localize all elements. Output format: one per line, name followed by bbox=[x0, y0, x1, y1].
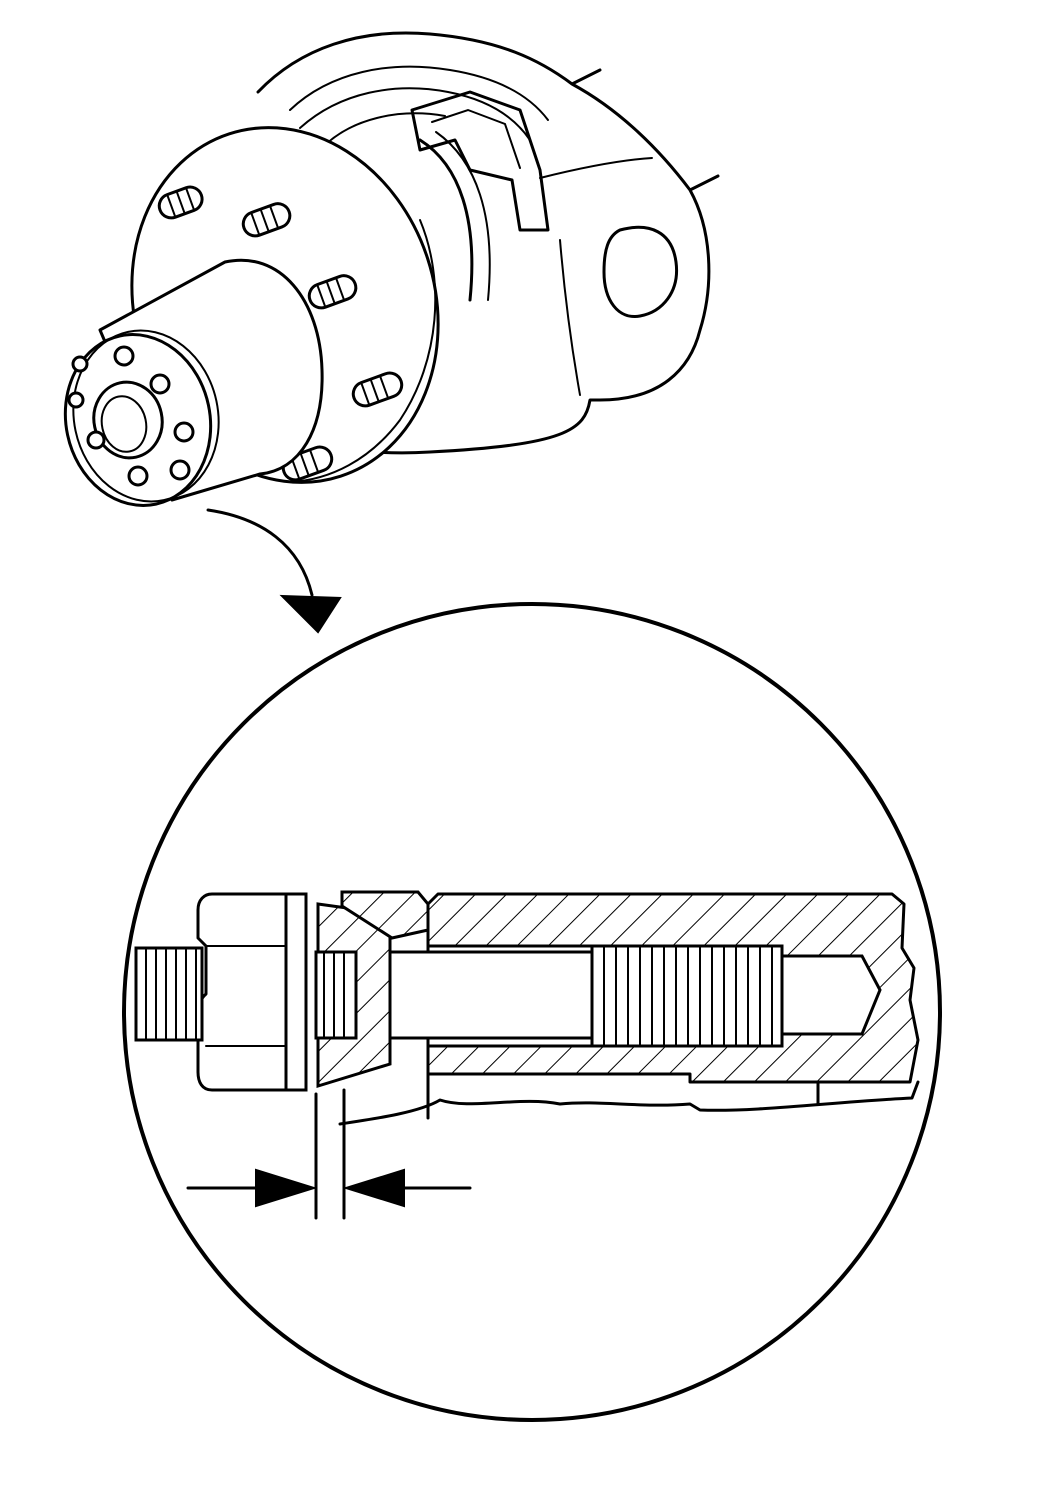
stud-thread-washer bbox=[314, 950, 358, 1040]
hub-center-bore-inner bbox=[100, 395, 148, 453]
caliper-edge bbox=[559, 239, 581, 396]
stud-icon bbox=[307, 274, 358, 310]
caliper-bracket bbox=[410, 90, 550, 232]
bolt-hole-icon bbox=[173, 421, 195, 443]
hub-flange-rim bbox=[289, 219, 437, 483]
gap-dimension-arrows bbox=[186, 1168, 472, 1208]
stud-icon bbox=[157, 185, 204, 220]
arrow-right-icon bbox=[255, 1168, 318, 1208]
hub-end-rim bbox=[72, 329, 220, 503]
caliper-contour-2 bbox=[299, 87, 531, 141]
caliper-slot bbox=[539, 157, 653, 179]
rotor-inner bbox=[435, 131, 491, 301]
rotor-outer bbox=[418, 138, 474, 302]
bolt-hole-icon bbox=[113, 345, 135, 367]
bolt-hole-icon bbox=[86, 430, 106, 450]
bolt-hole-icon bbox=[169, 459, 191, 481]
inner-thread-lines bbox=[603, 945, 773, 1047]
cross-section bbox=[134, 890, 920, 1126]
nut-flange bbox=[284, 892, 308, 1092]
stud-icon bbox=[351, 371, 404, 408]
bolt-hole-icon bbox=[149, 373, 171, 395]
stud-shaft bbox=[350, 950, 594, 1040]
caliper-contour-1 bbox=[289, 65, 549, 121]
caliper-cylinder bbox=[602, 225, 679, 318]
hub-bolt-holes bbox=[67, 345, 195, 487]
caliper-bracket-inner bbox=[431, 108, 521, 169]
lug-nut bbox=[196, 892, 292, 1092]
bolt-hole-icon bbox=[127, 465, 149, 487]
detail-arrow-icon bbox=[206, 508, 342, 634]
stud-tip bbox=[780, 954, 882, 1036]
washer-seat bbox=[340, 890, 430, 940]
stud-icon bbox=[241, 202, 292, 238]
washer-thread-lines bbox=[323, 951, 345, 1039]
bolt-hole-icon bbox=[71, 355, 89, 373]
outer-thread-lines bbox=[145, 947, 197, 1041]
flange-studs bbox=[157, 185, 404, 482]
arrow-left-icon bbox=[342, 1168, 405, 1208]
hub-assembly bbox=[63, 31, 720, 507]
caliper-contour-3 bbox=[319, 112, 446, 151]
bolt-hole-icon bbox=[67, 391, 85, 409]
